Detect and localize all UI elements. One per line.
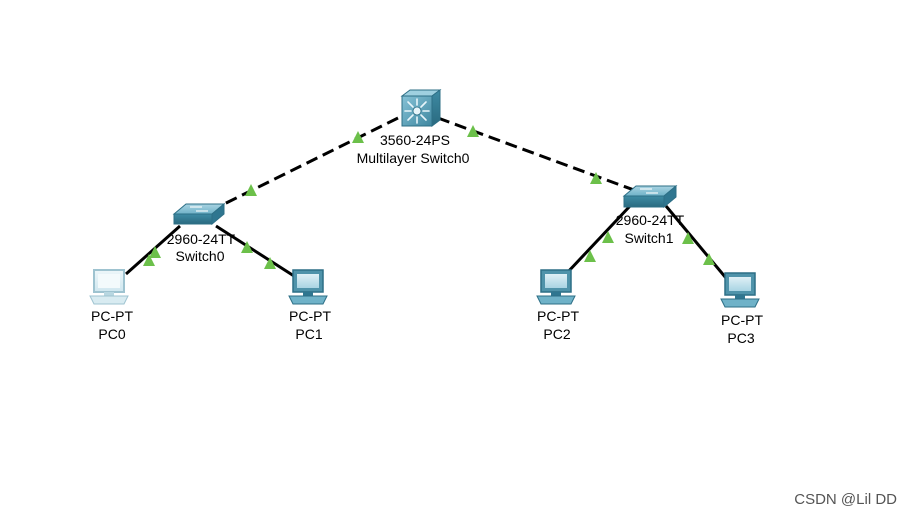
switch0-name-label: Switch0: [175, 248, 224, 264]
pc1-device[interactable]: PC-PT PC1: [288, 269, 331, 342]
switch1-device[interactable]: 2960-24TT Switch1: [616, 184, 685, 246]
pc-icon: [536, 269, 576, 305]
link-up-indicator: [241, 241, 253, 253]
switch0-model-label: 2960-24TT: [167, 231, 236, 247]
pc-icon: [89, 269, 129, 305]
link-up-indicator: [682, 232, 694, 244]
link-switch0-pc1[interactable]: [215, 224, 295, 278]
pc3-device[interactable]: PC-PT PC3: [720, 272, 763, 346]
link-up-indicator: [602, 231, 614, 243]
link-up-indicator: [590, 172, 602, 184]
link-mls-switch0[interactable]: [211, 116, 399, 212]
link-status-indicators: [143, 125, 715, 269]
link-switch1-pc3[interactable]: [664, 205, 728, 279]
link-switch1-pc2[interactable]: [564, 204, 632, 276]
link-up-indicator: [264, 257, 276, 269]
pc0-model-label: PC-PT: [91, 308, 133, 324]
switch1-model-label: 2960-24TT: [616, 212, 685, 228]
link-up-indicator: [149, 246, 161, 258]
link-up-indicator: [703, 253, 715, 265]
pc2-model-label: PC-PT: [537, 308, 579, 324]
pc2-name-label: PC2: [543, 326, 570, 342]
switch0-device[interactable]: 2960-24TT Switch0: [167, 202, 236, 264]
pc1-name-label: PC1: [295, 326, 322, 342]
pc0-name-label: PC0: [98, 326, 125, 342]
switch-icon: [622, 184, 678, 209]
pc3-name-label: PC3: [727, 330, 754, 346]
switch-icon: [172, 202, 226, 226]
multilayer-switch-icon: [400, 89, 442, 127]
link-up-indicator: [352, 131, 364, 143]
link-up-indicator: [584, 250, 596, 262]
multilayer-switch-device[interactable]: 3560-24PS Multilayer Switch0: [357, 89, 470, 166]
switch1-name-label: Switch1: [624, 230, 673, 246]
pc1-model-label: PC-PT: [289, 308, 331, 324]
pc-icon: [720, 272, 760, 308]
multilayer-switch-name-label: Multilayer Switch0: [357, 150, 470, 166]
pc-icon: [288, 269, 328, 305]
link-up-indicator: [245, 184, 257, 196]
multilayer-switch-model-label: 3560-24PS: [380, 132, 450, 148]
link-up-indicator: [467, 125, 479, 137]
watermark: CSDN @Lil DD: [794, 491, 897, 508]
link-up-indicator: [143, 254, 155, 266]
pc2-device[interactable]: PC-PT PC2: [536, 269, 579, 342]
pc0-device[interactable]: PC-PT PC0: [89, 269, 133, 342]
pc3-model-label: PC-PT: [721, 312, 763, 328]
